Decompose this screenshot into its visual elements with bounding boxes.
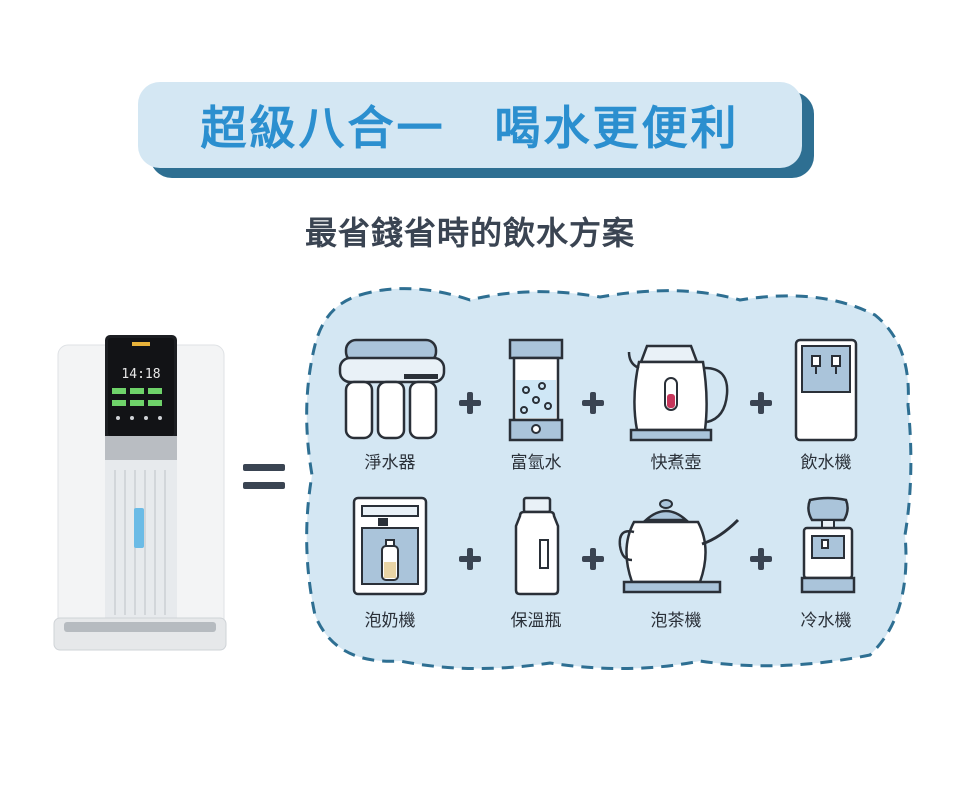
- plus-sign: [750, 548, 772, 570]
- water-dispenser-icon: [794, 338, 858, 442]
- water-filter-icon: [338, 338, 446, 440]
- subtitle: 最省錢省時的飲水方案: [304, 214, 635, 252]
- plus-sign: [459, 392, 481, 414]
- teapot-icon: [618, 499, 740, 594]
- water-cooler-icon: [800, 496, 856, 594]
- thermos-bottle-icon: [514, 496, 560, 596]
- item-label-teapot: 泡茶機: [650, 611, 702, 631]
- plus-sign: [459, 548, 481, 570]
- plus-sign: [582, 392, 604, 414]
- item-label-hydrogen: 富氫水: [510, 453, 562, 473]
- hydrogen-water-icon: [508, 338, 564, 442]
- item-label-thermos: 保溫瓶: [510, 611, 562, 631]
- equals-sign: [243, 460, 285, 494]
- item-label-dispenser: 飲水機: [800, 453, 852, 473]
- item-label-filter: 淨水器: [364, 453, 416, 473]
- electric-kettle-icon: [627, 344, 729, 442]
- title-banner: 超級八合一 喝水更便利: [138, 82, 802, 168]
- item-label-cooler: 冷水機: [800, 611, 852, 631]
- features-panel: [305, 287, 913, 671]
- item-label-kettle: 快煮壺: [650, 453, 702, 473]
- water-dispenser-product-image: 14:18: [50, 330, 240, 660]
- plus-sign: [582, 548, 604, 570]
- plus-sign: [750, 392, 772, 414]
- display-digits: 14:18: [121, 367, 160, 382]
- banner-title: 超級八合一 喝水更便利: [200, 101, 740, 155]
- formula-maker-icon: [352, 496, 428, 596]
- item-label-formula: 泡奶機: [364, 611, 416, 631]
